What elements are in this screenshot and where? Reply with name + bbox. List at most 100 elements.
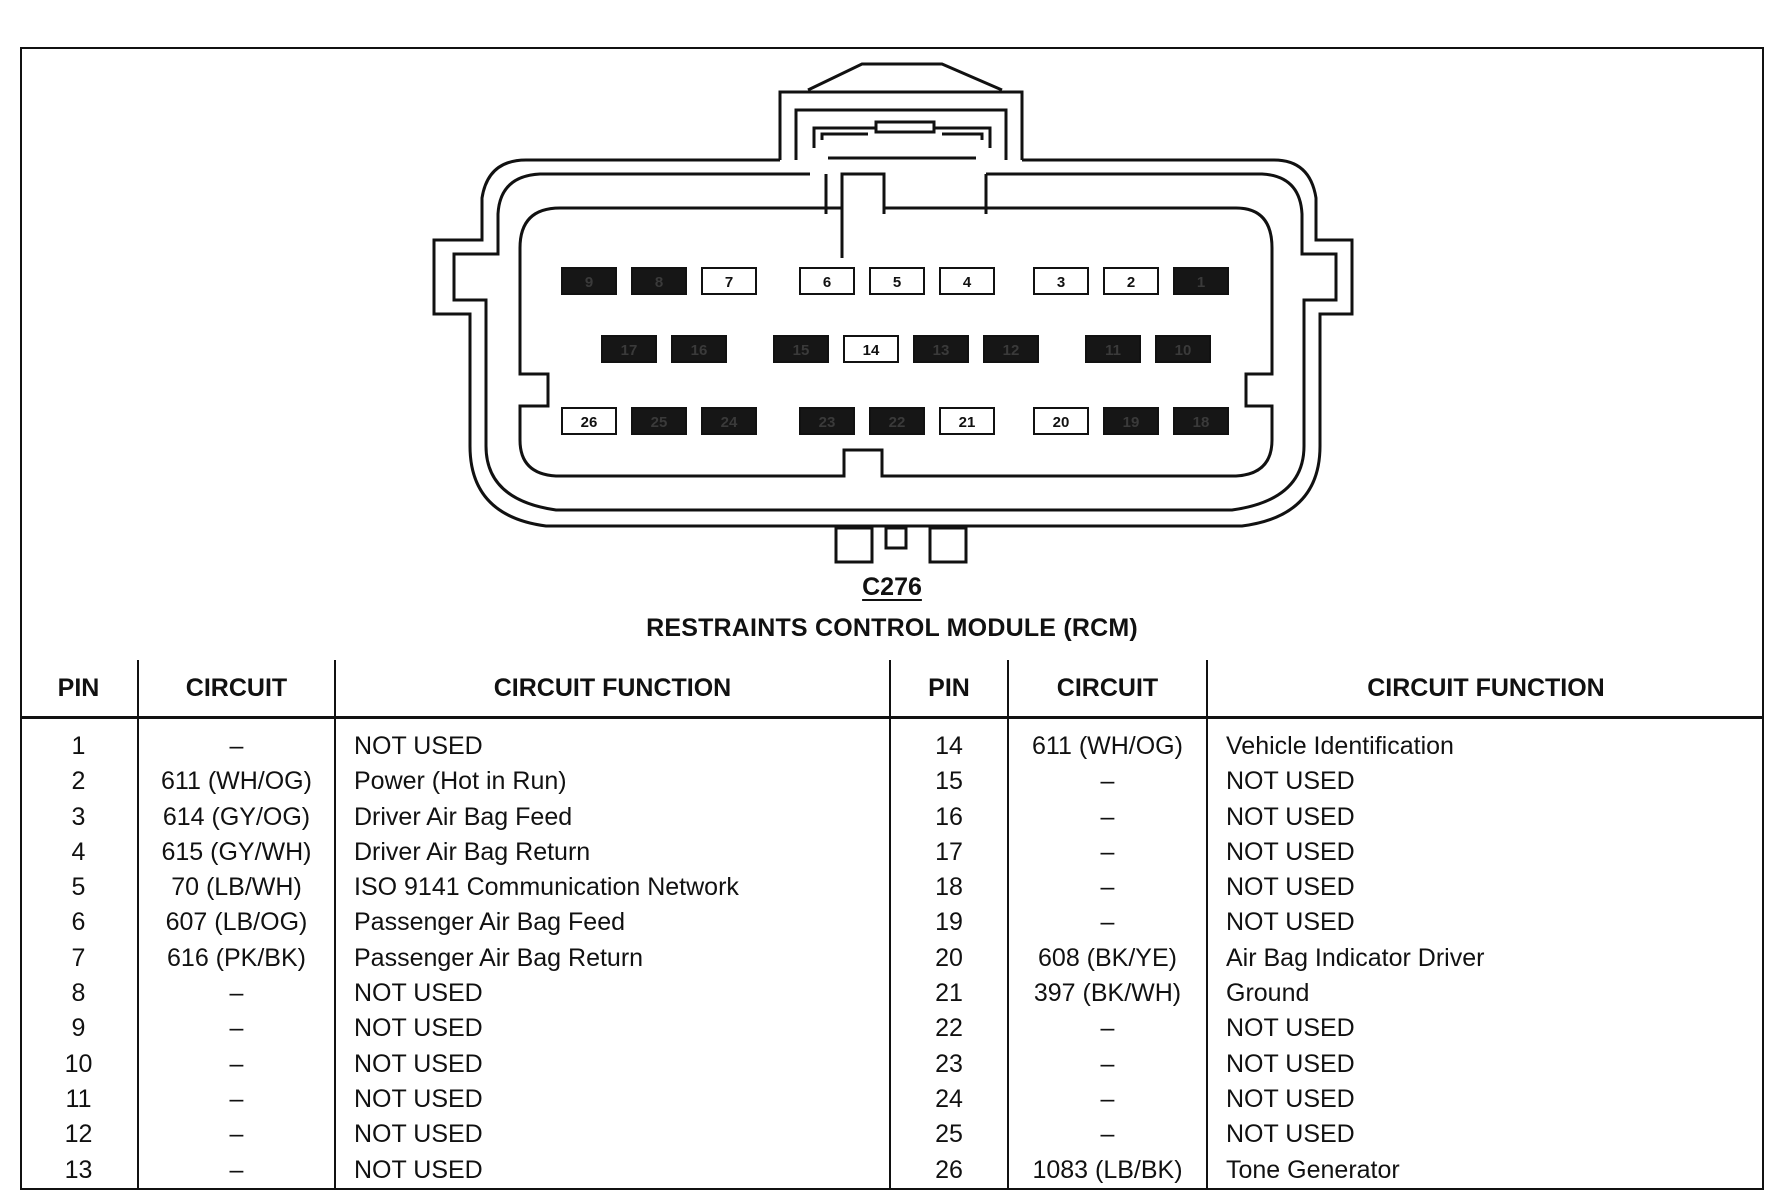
pin-table: PIN CIRCUIT CIRCUIT FUNCTION PIN CIRCUIT… [20, 660, 1764, 1190]
right-circuit-cell: – [1100, 767, 1115, 796]
cavity-pin-8: 8 [631, 267, 687, 295]
cavity-label-23: 23 [819, 414, 836, 431]
right-circuit-cell: 611 (WH/OG) [1032, 732, 1183, 760]
left-pin-cell: 9 [71, 1014, 86, 1043]
right-circuit-cell: – [1100, 1014, 1115, 1043]
left-pin-cell: 2 [71, 767, 86, 796]
cavity-pin-19: 19 [1103, 407, 1159, 435]
right-circuit-cell: 397 (BK/WH) [1033, 979, 1182, 1008]
bottom-tab-right [928, 526, 968, 564]
right-function-cell: NOT USED [1226, 1049, 1355, 1078]
right-circuit-cell: – [1100, 1049, 1115, 1078]
cavity-label-11: 11 [1105, 342, 1121, 359]
header-pin-left: PIN [20, 660, 139, 719]
left-circuit-cell: – [229, 1014, 244, 1043]
left-circuit-cell: 611 (WH/OG) [161, 767, 312, 796]
left-pin-cell: 10 [64, 1049, 93, 1078]
cavity-pin-7: 7 [701, 267, 757, 295]
left-function-cell: NOT USED [354, 1120, 483, 1149]
left-circuit-cell: 607 (LB/OG) [165, 908, 308, 937]
right-pin-cell: 15 [935, 767, 963, 796]
cavity-pin-25: 25 [631, 407, 687, 435]
right-pin-cell: 25 [935, 1120, 963, 1149]
left-function-cell: NOT USED [354, 1049, 483, 1078]
cavity-pin-23: 23 [799, 407, 855, 435]
left-function-cell: NOT USED [354, 1155, 483, 1184]
left-circuit-column: –611 (WH/OG)614 (GY/OG)615 (GY/WH)70 (LB… [138, 717, 336, 1190]
cavity-pin-11: 11 [1085, 335, 1141, 363]
right-pin-cell: 21 [935, 979, 963, 1008]
right-pin-cell: 19 [935, 908, 963, 937]
left-pin-cell: 8 [71, 979, 86, 1008]
left-pin-cell: 7 [71, 943, 86, 972]
left-circuit-cell: 615 (GY/WH) [161, 837, 312, 866]
cavity-pin-14: 14 [843, 335, 899, 363]
cavity-label-19: 19 [1123, 414, 1140, 431]
right-function-cell: NOT USED [1226, 837, 1355, 866]
left-pin-cell: 11 [65, 1084, 92, 1113]
cavity-label-10: 10 [1175, 342, 1192, 359]
cavity-label-26: 26 [581, 414, 598, 431]
left-circuit-cell: – [229, 1049, 244, 1078]
cavity-label-1: 1 [1197, 274, 1205, 291]
right-function-cell: NOT USED [1226, 802, 1355, 831]
cavity-label-21: 21 [959, 414, 976, 431]
left-function-cell: Driver Air Bag Return [354, 837, 591, 866]
cavity-pin-18: 18 [1173, 407, 1229, 435]
cavity-pin-1: 1 [1173, 267, 1229, 295]
cavity-label-22: 22 [889, 414, 906, 431]
cavity-label-16: 16 [691, 342, 708, 359]
right-pin-cell: 23 [935, 1049, 963, 1078]
cavity-pin-16: 16 [671, 335, 727, 363]
latch-housing [778, 90, 1024, 160]
cavity-label-3: 3 [1057, 274, 1065, 291]
left-pin-cell: 4 [71, 837, 86, 866]
cavity-label-7: 7 [725, 274, 733, 291]
right-pin-cell: 16 [935, 802, 963, 831]
left-pin-cell: 12 [64, 1120, 93, 1149]
cavity-pin-20: 20 [1033, 407, 1089, 435]
right-function-cell: NOT USED [1226, 767, 1355, 796]
right-function-cell: Air Bag Indicator Driver [1226, 943, 1485, 972]
cavity-pin-22: 22 [869, 407, 925, 435]
left-circuit-cell: – [229, 1155, 244, 1184]
cavity-pin-5: 5 [869, 267, 925, 295]
cavity-pin-13: 13 [913, 335, 969, 363]
right-pin-cell: 24 [935, 1084, 963, 1113]
bottom-tab-center [884, 526, 908, 550]
cavity-label-15: 15 [793, 342, 810, 359]
right-circuit-cell: – [1100, 1084, 1115, 1113]
right-circuit-cell: 1083 (LB/BK) [1032, 1155, 1183, 1184]
cavity-pin-2: 2 [1103, 267, 1159, 295]
left-function-cell: ISO 9141 Communication Network [354, 873, 739, 902]
cavity-pin-24: 24 [701, 407, 757, 435]
cavity-pin-3: 3 [1033, 267, 1089, 295]
left-function-cell: NOT USED [354, 979, 483, 1008]
right-function-cell: NOT USED [1226, 873, 1355, 902]
header-circuit-left: CIRCUIT [138, 660, 336, 719]
left-circuit-cell: 70 (LB/WH) [171, 873, 302, 902]
right-function-cell: NOT USED [1226, 1084, 1355, 1113]
right-pin-cell: 22 [935, 1014, 963, 1043]
left-pin-cell: 13 [64, 1155, 93, 1184]
cavity-label-13: 13 [933, 342, 950, 359]
right-pin-cell: 17 [935, 837, 963, 866]
center-key [840, 172, 886, 258]
right-circuit-cell: – [1100, 908, 1115, 937]
left-function-cell: NOT USED [354, 732, 483, 760]
left-pin-cell: 1 [71, 732, 86, 760]
cavity-body [518, 206, 1274, 478]
header-pin-right: PIN [890, 660, 1009, 719]
cavity-pin-4: 4 [939, 267, 995, 295]
cavity-pin-21: 21 [939, 407, 995, 435]
left-pin-cell: 3 [71, 802, 86, 831]
cavity-label-6: 6 [823, 274, 831, 291]
cavity-pin-6: 6 [799, 267, 855, 295]
left-function-cell: Driver Air Bag Feed [354, 802, 573, 831]
left-pin-cell: 5 [71, 873, 86, 902]
left-circuit-cell: – [229, 732, 244, 760]
